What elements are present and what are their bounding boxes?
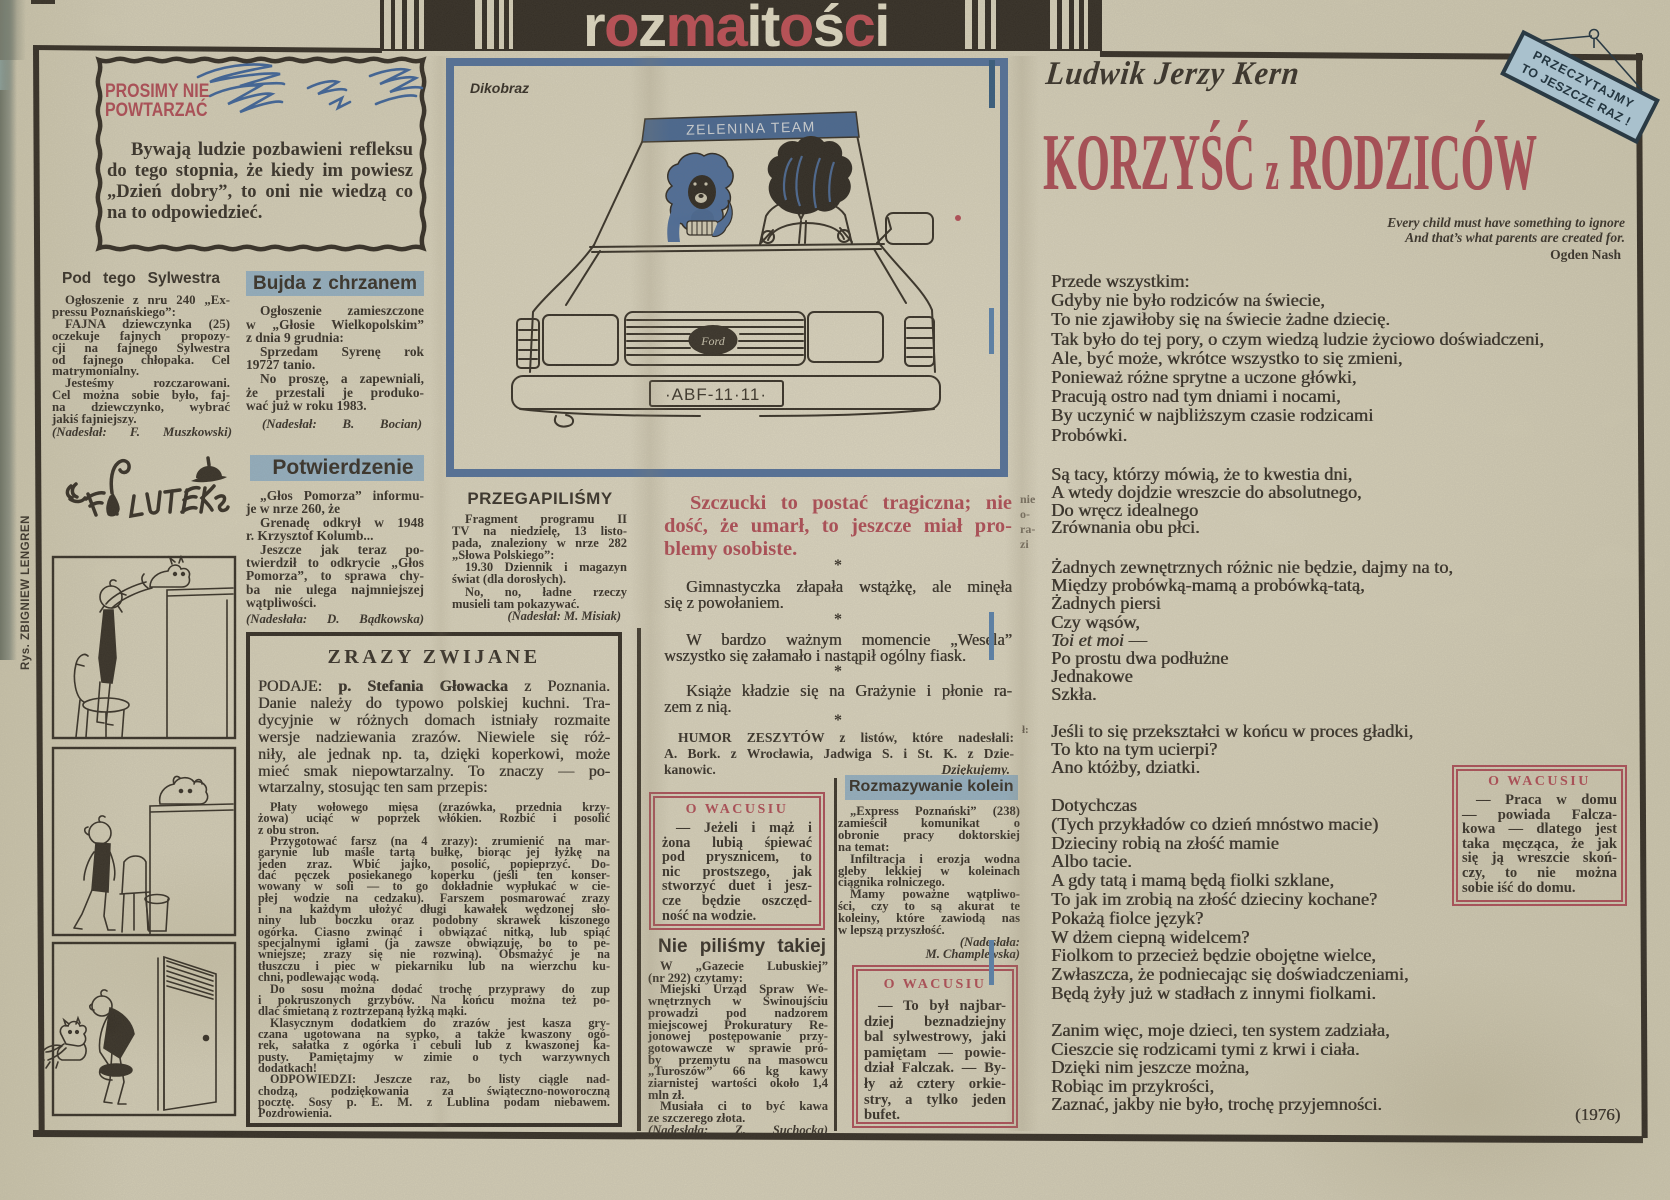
svg-text:ZELENINA TEAM: ZELENINA TEAM [686, 118, 816, 137]
svg-text:Ford: Ford [700, 334, 726, 348]
svg-text:·ABF-11·11·: ·ABF-11·11· [665, 385, 767, 404]
svg-text:Dikobraz: Dikobraz [470, 80, 529, 96]
